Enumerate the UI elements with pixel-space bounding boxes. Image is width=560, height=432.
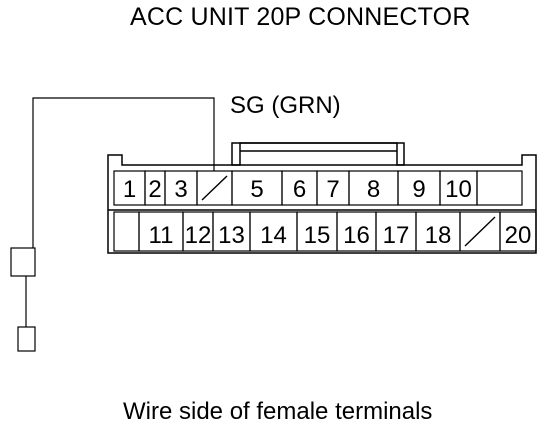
terminal-9-label: 9 (412, 176, 425, 203)
blank-terminal-slash (464, 216, 496, 247)
diagram-caption: Wire side of female terminals (123, 398, 433, 425)
bottom-row-cell (499, 211, 537, 252)
terminal-13-label: 13 (218, 222, 245, 249)
terminal-6-label: 6 (293, 176, 306, 203)
terminal-20-label: 20 (505, 222, 532, 249)
wire-label: SG (GRN) (230, 92, 341, 119)
terminal-3-label: 3 (174, 176, 187, 203)
terminal-8-label: 8 (367, 176, 380, 203)
terminal-11-label: 11 (149, 222, 174, 249)
terminal-17-label: 17 (383, 222, 410, 249)
top-row-cell (476, 170, 523, 206)
terminal-15-label: 15 (304, 222, 331, 249)
connector-body (107, 142, 537, 254)
tester-box-lower (17, 326, 36, 352)
terminal-7-label: 7 (326, 176, 339, 203)
terminal-18-label: 18 (425, 222, 452, 249)
blank-terminal-slash (201, 175, 228, 201)
terminal-14-label: 14 (260, 222, 287, 249)
terminal-5-label: 5 (250, 176, 263, 203)
terminal-1-label: 1 (123, 176, 136, 203)
diagram-title: ACC UNIT 20P CONNECTOR (130, 3, 471, 31)
bottom-row-cell (113, 211, 140, 252)
terminal-2-label: 2 (148, 176, 161, 203)
probe-wire (10, 97, 215, 352)
terminal-16-label: 16 (343, 222, 370, 249)
probe-lead-line (32, 97, 215, 248)
locking-tab (231, 142, 405, 166)
terminal-10-label: 10 (445, 176, 472, 203)
tester-box-upper (10, 247, 36, 277)
terminal-12-label: 12 (185, 222, 212, 249)
